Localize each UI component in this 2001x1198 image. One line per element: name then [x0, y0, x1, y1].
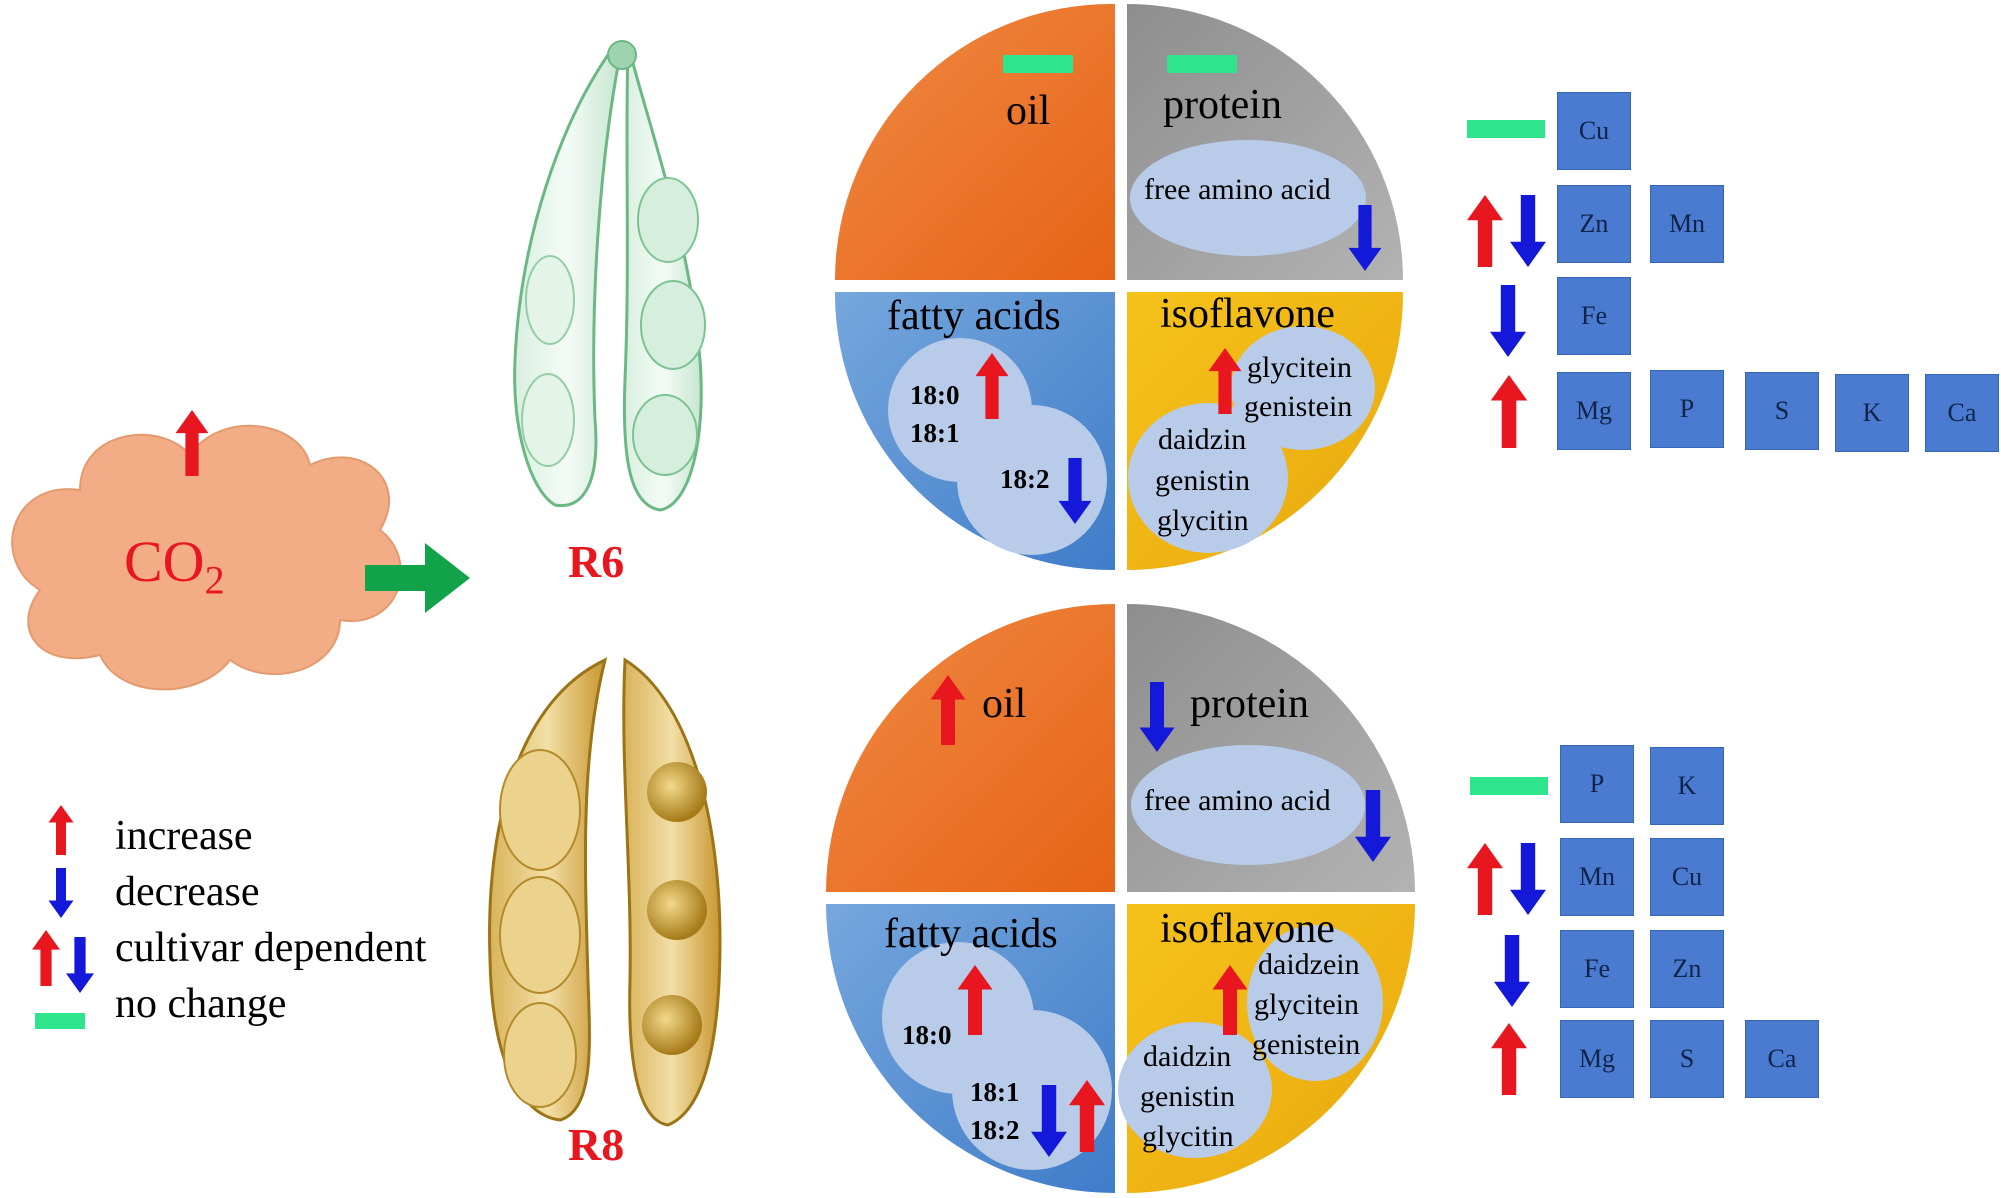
legend-increase-label: increase [115, 813, 253, 859]
r6-element-k: K [1835, 374, 1909, 452]
r6-iso-genistin: genistin [1155, 464, 1250, 497]
r8-yellow-pod-illustration [488, 657, 722, 1127]
r8-fa-18-2: 18:2 [970, 1115, 1020, 1145]
r8-element-mn: Mn [1560, 838, 1634, 916]
co2-main-text: CO [124, 529, 205, 594]
legend-no-change-label: no change [115, 981, 287, 1027]
r8-protein-label: protein [1190, 681, 1309, 727]
r6-minerals-cultivar-down-arrow [1510, 195, 1546, 267]
r6-element-ca: Ca [1925, 374, 1999, 452]
r6-minerals-cultivar-up-arrow [1467, 195, 1503, 267]
r6-fa-18-0: 18:0 [910, 380, 960, 410]
r8-iso-genistein: genistein [1252, 1028, 1361, 1061]
r6-iso-genistein: genistein [1244, 390, 1353, 423]
r6-stage-label: R6 [568, 536, 625, 587]
r6-element-mn: Mn [1650, 185, 1724, 263]
r8-element-p: P [1560, 745, 1634, 823]
r6-green-pod-illustration [513, 40, 706, 512]
legend-decrease-label: decrease [115, 869, 260, 915]
r6-fa-bubble-2 [957, 405, 1107, 555]
r6-isoflavone-label: isoflavone [1160, 291, 1335, 337]
r6-element-s: S [1745, 372, 1819, 450]
r8-element-mg: Mg [1560, 1020, 1634, 1098]
r8-isoflavone-label: isoflavone [1160, 906, 1335, 952]
r8-element-s: S [1650, 1020, 1724, 1098]
r6-element-fe: Fe [1557, 277, 1631, 355]
r8-oil-label: oil [982, 681, 1027, 727]
r6-element-cu: Cu [1557, 92, 1631, 170]
r8-iso-genistin: genistin [1140, 1080, 1235, 1113]
r6-free-amino-label: free amino acid [1144, 173, 1331, 206]
legend-cultivar-up-icon [32, 930, 60, 986]
r6-protein-no-change-bar [1167, 55, 1237, 73]
r6-minerals-decrease-arrow [1490, 285, 1526, 357]
r8-fatty-acids-label: fatty acids [884, 911, 1058, 957]
r8-fa-18-1: 18:1 [970, 1077, 1020, 1107]
r6-fa-18-1: 18:1 [910, 418, 960, 448]
r8-iso-glycitin: glycitin [1142, 1120, 1234, 1153]
transition-arrow [365, 543, 470, 613]
r8-iso-glycitein: glycitein [1254, 988, 1359, 1021]
r6-element-p: P [1650, 370, 1724, 448]
r8-element-k: K [1650, 747, 1724, 825]
r6-composition-circle [834, 3, 1404, 571]
r6-minerals-increase-arrow [1490, 375, 1528, 448]
r6-fa-18-2: 18:2 [1000, 464, 1050, 494]
r8-fa-bubble-2 [952, 1010, 1112, 1170]
legend-decrease-icon [48, 868, 74, 918]
co2-label: CO2 [124, 528, 225, 604]
r8-fa-18-0: 18:0 [902, 1020, 952, 1050]
r8-minerals-decrease-arrow [1494, 935, 1530, 1007]
legend-no-change-icon [35, 1013, 85, 1029]
r6-iso-glycitin: glycitin [1157, 504, 1249, 537]
r8-minerals-no-change-bar [1470, 777, 1548, 795]
r6-oil-no-change-bar [1003, 55, 1073, 73]
r6-protein-label: protein [1163, 82, 1282, 128]
legend-cultivar-label: cultivar dependent [115, 925, 427, 971]
r8-oil-quadrant [826, 604, 1115, 892]
r8-minerals-cultivar-down-arrow [1510, 843, 1546, 915]
r6-element-zn: Zn [1557, 185, 1631, 263]
r8-minerals-increase-arrow [1491, 1023, 1527, 1095]
r8-composition-circle [826, 604, 1415, 1193]
r6-oil-label: oil [1006, 88, 1051, 134]
r8-element-ca: Ca [1745, 1020, 1819, 1098]
r8-iso-daidzein: daidzein [1258, 948, 1360, 981]
co2-subscript: 2 [204, 557, 225, 603]
r6-iso-daidzin: daidzin [1158, 423, 1247, 456]
r8-amino-bubble [1131, 745, 1365, 865]
legend-increase-icon [48, 805, 74, 855]
r8-iso-bubble-2 [1118, 1022, 1272, 1158]
r8-iso-bubble-1 [1247, 925, 1383, 1081]
r8-element-fe: Fe [1560, 930, 1634, 1008]
r6-iso-bubble-2 [1128, 403, 1288, 553]
r8-stage-label: R8 [568, 1119, 625, 1170]
r8-iso-daidzin: daidzin [1143, 1040, 1232, 1073]
r8-free-amino-label: free amino acid [1144, 784, 1331, 817]
r6-element-mg: Mg [1557, 372, 1631, 450]
r8-element-zn: Zn [1650, 930, 1724, 1008]
r6-iso-glycitein: glycitein [1247, 351, 1352, 384]
r6-oil-quadrant [835, 3, 1115, 280]
r6-iso-bubble-1 [1231, 326, 1375, 450]
co2-cloud [11, 424, 402, 691]
r6-minerals-no-change-bar [1467, 120, 1545, 138]
r6-amino-bubble [1130, 140, 1366, 256]
legend-cultivar-down-icon [66, 937, 94, 993]
r8-minerals-cultivar-up-arrow [1467, 843, 1503, 915]
r8-element-cu: Cu [1650, 838, 1724, 916]
r6-fatty-acids-label: fatty acids [887, 293, 1061, 339]
